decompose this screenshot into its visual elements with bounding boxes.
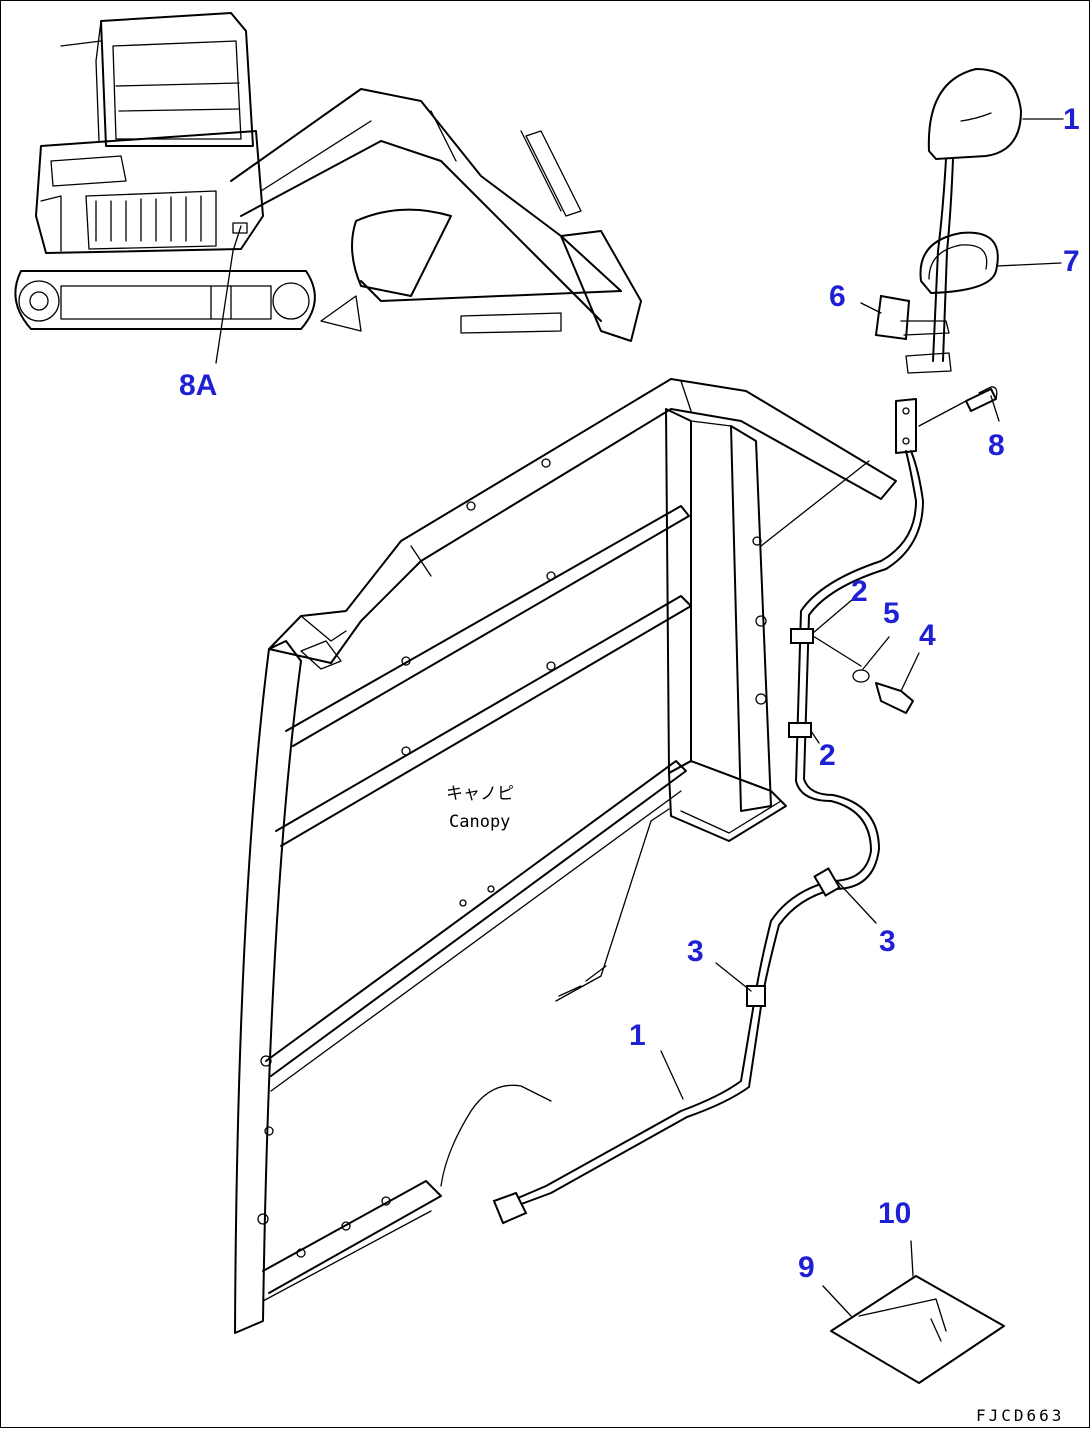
callout-1-harness: 1 [629, 1019, 646, 1052]
mirror-assembly [874, 67, 1023, 454]
callout-2-clamp-lower: 2 [819, 739, 836, 772]
label-tag [874, 294, 911, 341]
connector [492, 1191, 528, 1225]
decal-sheet [830, 1275, 1005, 1384]
excavator-illustration [14, 12, 642, 364]
leader-lines [660, 118, 1064, 1317]
drawing-code: FJCD663 [976, 1406, 1064, 1425]
washer [852, 669, 870, 683]
callout-10-decal: 10 [878, 1197, 911, 1230]
clip-lower [746, 985, 766, 1007]
callouts: 1 7 6 8 8A 2 5 4 2 3 3 1 10 9 [179, 103, 1080, 1284]
callout-8A-location: 8A [179, 369, 217, 402]
clip-upper [813, 867, 841, 897]
callout-1-mirror: 1 [1063, 103, 1080, 136]
wiring-harness [440, 450, 924, 1225]
callout-9-decal: 9 [798, 1251, 815, 1284]
canopy-label-jp: キャノピ [446, 784, 514, 804]
canopy-frame [234, 378, 897, 1334]
canopy-label-en: Canopy [449, 812, 510, 832]
callout-2-clamp-upper: 2 [851, 575, 868, 608]
clamp-lower [788, 722, 812, 738]
clamp-upper [790, 628, 814, 644]
callout-6-label: 6 [829, 280, 846, 313]
ring-band [919, 231, 999, 294]
callout-7-ring: 7 [1063, 245, 1080, 278]
mirror-head [927, 67, 1023, 161]
callout-5-washer: 5 [883, 597, 900, 630]
callout-8-bolt: 8 [988, 429, 1005, 462]
callout-3-clip-upper: 3 [879, 925, 896, 958]
callout-3-clip-lower: 3 [687, 935, 704, 968]
bolt [875, 682, 914, 714]
callout-4-bolt: 4 [919, 619, 936, 652]
